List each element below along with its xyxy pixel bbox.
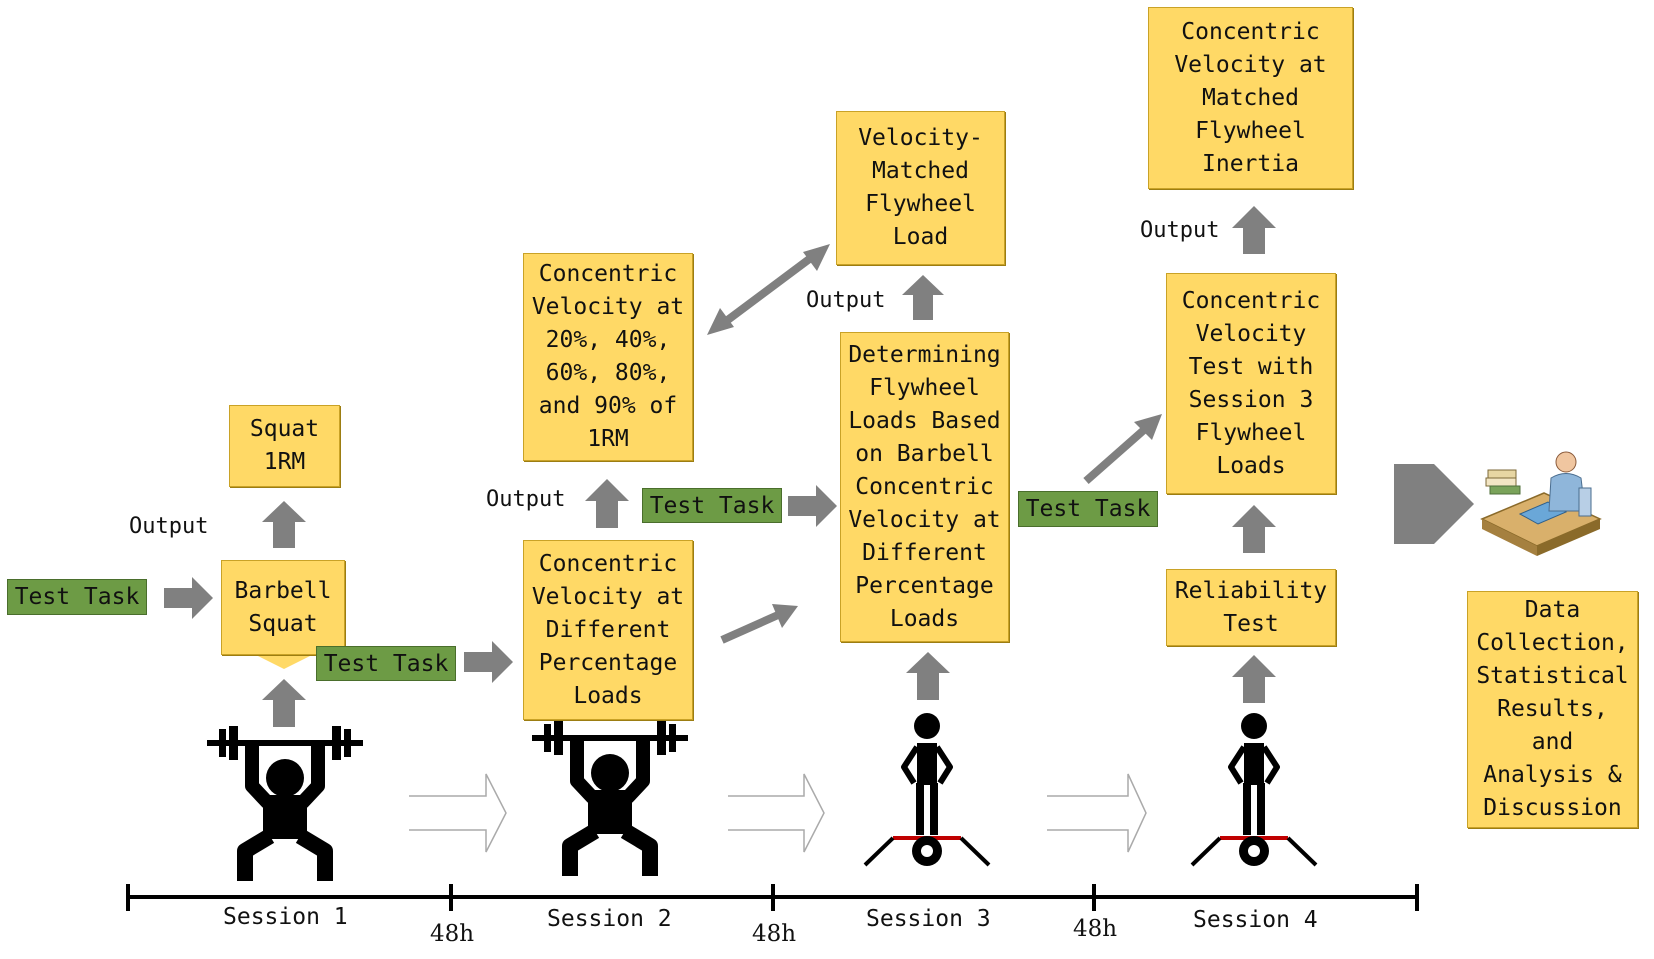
- session-label: Session 4: [1193, 907, 1318, 933]
- interval-label: 48h: [430, 921, 475, 947]
- session-label: Session 3: [866, 906, 991, 932]
- output-label: Output: [129, 514, 209, 539]
- arrow-up-icon: [585, 479, 629, 528]
- flow-arrows: [164, 206, 1474, 727]
- concentric-velocity-percent-1rm-box: Concentric Velocity at 20%, 40%, 60%, 80…: [523, 253, 693, 461]
- concentric-velocity-matched-inertia-box: Concentric Velocity at Matched Flywheel …: [1148, 7, 1353, 189]
- arrow-up-icon: [262, 501, 306, 548]
- outline-arrow-right-icon: [409, 773, 507, 853]
- squat-1rm-box: Squat 1RM: [229, 405, 340, 487]
- arrow-up-icon: [1232, 505, 1276, 553]
- outline-arrow-right-icon: [728, 773, 825, 853]
- test-task-tag: Test Task: [1018, 491, 1158, 527]
- barbell-squat-box: Barbell Squat: [221, 560, 345, 655]
- arrow-up-icon: [262, 679, 306, 727]
- down-chevron-icon: [256, 655, 312, 669]
- concentric-velocity-test-session3-box: Concentric Velocity Test with Session 3 …: [1166, 273, 1336, 494]
- diagonal-arrows: [707, 244, 1162, 644]
- velocity-matched-flywheel-load-box: Velocity- Matched Flywheel Load: [836, 111, 1005, 265]
- flywheel-athlete-icon: [1192, 713, 1316, 866]
- weightlifter-icon: [532, 721, 688, 876]
- arrow-right-icon: [164, 577, 213, 619]
- output-label: Output: [486, 487, 566, 512]
- arrow-up-icon: [1232, 206, 1276, 254]
- arrow-up-icon: [1232, 655, 1276, 703]
- reliability-test-box: Reliability Test: [1166, 569, 1336, 646]
- flywheel-athlete-icon: [865, 713, 989, 866]
- session-label: Session 1: [223, 904, 348, 930]
- test-task-tag: Test Task: [7, 579, 147, 615]
- concentric-velocity-different-loads-box: Concentric Velocity at Different Percent…: [523, 540, 693, 720]
- arrow-up-icon: [902, 275, 944, 320]
- test-task-tag: Test Task: [316, 646, 456, 681]
- arrow-right-icon: [788, 485, 837, 527]
- determining-flywheel-loads-box: Determining Flywheel Loads Based on Barb…: [840, 332, 1009, 642]
- outline-arrow-right-icon: [1047, 773, 1147, 853]
- output-label: Output: [806, 288, 886, 313]
- arrow-right-icon: [1394, 464, 1474, 544]
- weightlifter-icon: [207, 726, 363, 881]
- interval-label: 48h: [1073, 916, 1118, 942]
- interval-label: 48h: [752, 921, 797, 947]
- timeline-axis: [126, 884, 1419, 911]
- data-collection-box: Data Collection, Statistical Results, an…: [1467, 591, 1638, 828]
- arrow-right-icon: [464, 641, 513, 683]
- session-label: Session 2: [547, 906, 672, 932]
- arrow-up-icon: [906, 652, 950, 700]
- output-label: Output: [1140, 218, 1220, 243]
- test-task-tag: Test Task: [642, 488, 782, 523]
- analyst-desk-icon: [1480, 451, 1602, 556]
